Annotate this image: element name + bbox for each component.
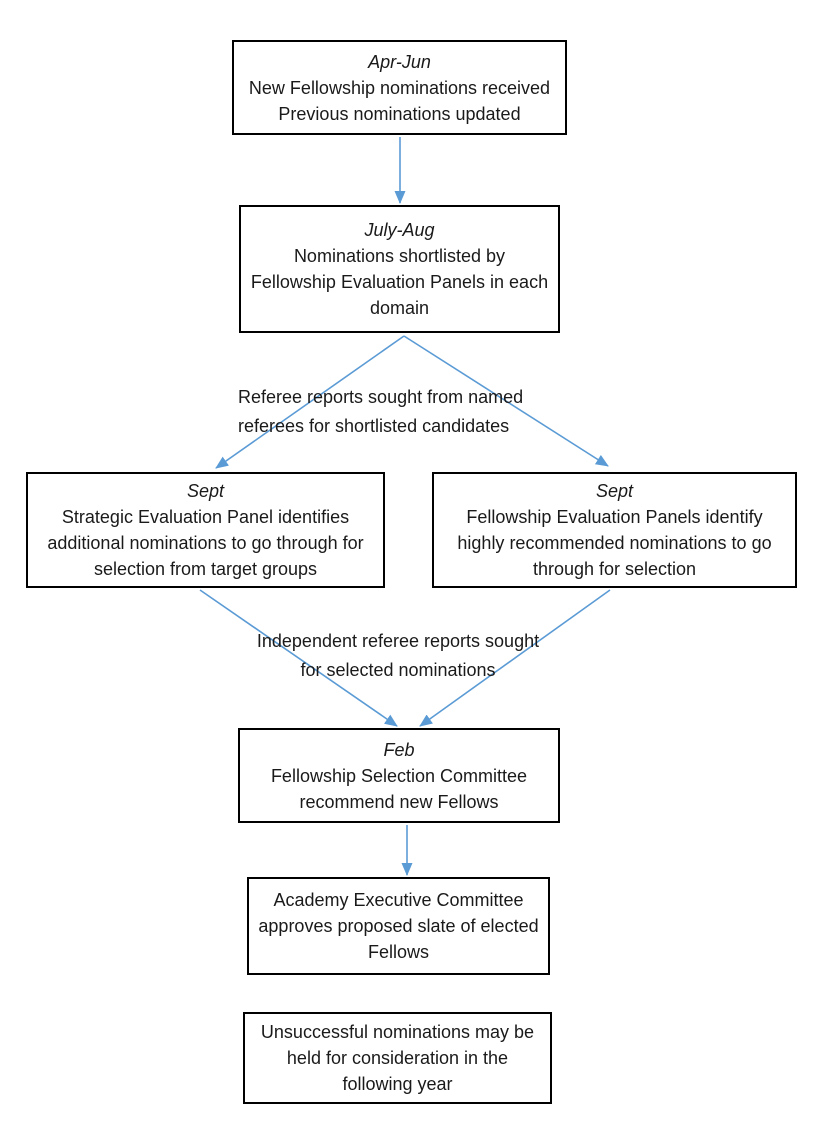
box-line: selection from target groups <box>93 559 318 579</box>
box-date: Apr-Jun <box>368 51 431 72</box>
box-line: domain <box>369 298 430 318</box>
arrow-julyaug-to-sept-right <box>403 335 609 467</box>
box-line: following year <box>342 1074 453 1094</box>
box-line: Fellows <box>367 942 429 962</box>
flow-box-feb-selection-committee: Feb Fellowship Selection Committee recom… <box>238 728 560 823</box>
annotation-referee-reports: Referee reports sought from named refere… <box>238 383 523 441</box>
box-line: Fellowship Evaluation Panels identify <box>466 507 763 527</box>
box-date: Feb <box>383 739 415 760</box>
flow-box-sept-strategic-panel: Sept Strategic Evaluation Panel identifi… <box>26 472 385 588</box>
flow-box-july-aug: July-Aug Nominations shortlisted by Fell… <box>239 205 560 333</box>
box-date: July-Aug <box>364 220 435 240</box>
annotation-line: Independent referee reports sought <box>256 631 540 651</box>
annotation-independent-referee: Independent referee reports sought for s… <box>198 627 598 685</box>
box-line: Strategic Evaluation Panel identifies <box>61 507 350 527</box>
box-line: Fellowship Evaluation Panels in each <box>250 272 549 292</box>
box-line: held for consideration in the <box>286 1048 509 1068</box>
box-line: New Fellowship nominations received <box>248 77 551 98</box>
arrow-julyaug-to-sept-left <box>215 335 405 469</box>
arrow-sept-right-to-feb <box>419 589 611 727</box>
box-line: through for selection <box>532 559 697 579</box>
annotation-line: referees for shortlisted candidates <box>238 416 510 436</box>
annotation-line: for selected nominations <box>300 660 496 680</box>
box-date: Sept <box>595 481 634 501</box>
box-date: Sept <box>186 481 225 501</box>
box-line: recommend new Fellows <box>299 791 499 812</box>
box-line: additional nominations to go through for <box>47 533 364 553</box>
flow-box-unsuccessful-nominations: Unsuccessful nominations may be held for… <box>243 1012 552 1104</box>
annotation-line: Referee reports sought from named <box>238 387 524 407</box>
flow-box-sept-fellowship-panels: Sept Fellowship Evaluation Panels identi… <box>432 472 797 588</box>
flow-box-academy-executive: Academy Executive Committee approves pro… <box>247 877 550 975</box>
box-line: Unsuccessful nominations may be <box>260 1022 535 1042</box>
box-line: Previous nominations updated <box>278 103 521 124</box>
box-line: highly recommended nominations to go <box>457 533 772 553</box>
box-line: Fellowship Selection Committee <box>270 765 528 786</box>
box-line: Nominations shortlisted by <box>293 246 506 266</box>
box-line: approves proposed slate of elected <box>258 916 539 936</box>
arrow-sept-left-to-feb <box>199 589 398 727</box>
box-line: Academy Executive Committee <box>273 890 524 910</box>
flow-box-apr-jun: Apr-Jun New Fellowship nominations recei… <box>232 40 567 135</box>
